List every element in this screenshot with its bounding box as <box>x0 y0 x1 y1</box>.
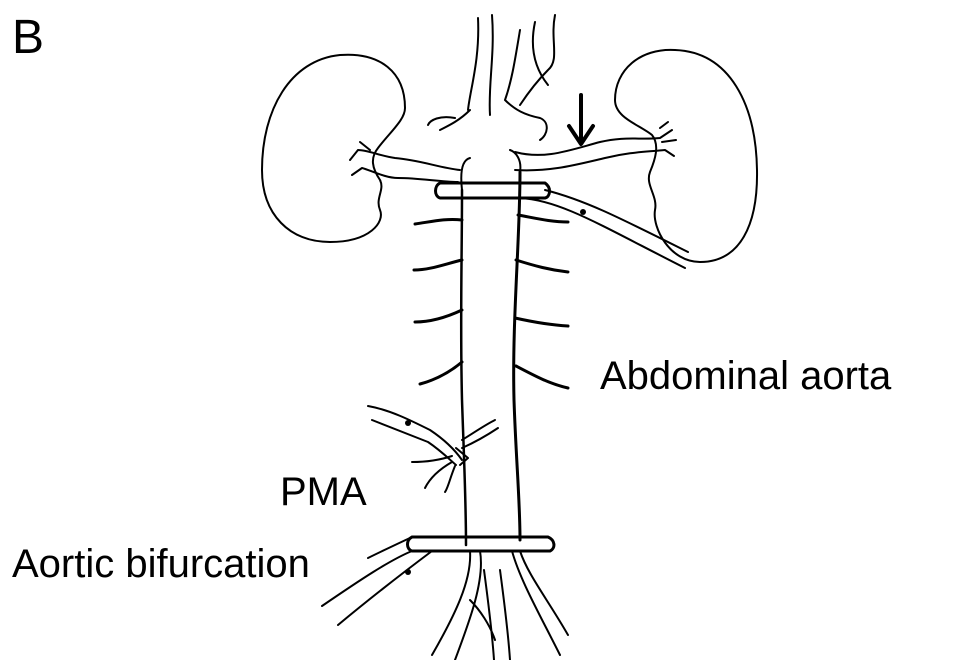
aorta-right-wall <box>514 172 520 540</box>
down-arrow-icon <box>569 95 593 144</box>
lower-clamp <box>408 537 554 551</box>
upper-vessels <box>428 15 555 140</box>
upper-clamp <box>436 183 550 198</box>
pma-branches <box>412 420 498 492</box>
pma-clamp <box>368 406 468 465</box>
label-abdominal-aorta: Abdominal aorta <box>600 356 891 396</box>
left-renal-artery <box>350 142 460 182</box>
left-kidney <box>262 55 405 242</box>
label-aortic-bifurcation: Aortic bifurcation <box>12 544 310 584</box>
panel-letter: B <box>12 14 44 62</box>
label-pma: PMA <box>280 472 367 512</box>
aorta-left-wall <box>461 190 466 545</box>
right-renal-artery <box>515 122 676 170</box>
pma-clamp-pivot <box>405 420 411 426</box>
upper-clamp-handle <box>520 190 688 268</box>
iliac-arteries <box>432 551 568 660</box>
right-kidney <box>615 50 757 262</box>
right-lumbar-arteries <box>515 215 568 388</box>
left-lumbar-arteries <box>414 219 462 384</box>
lower-clamp-pivot <box>405 569 411 575</box>
upper-clamp-pivot <box>580 209 586 215</box>
